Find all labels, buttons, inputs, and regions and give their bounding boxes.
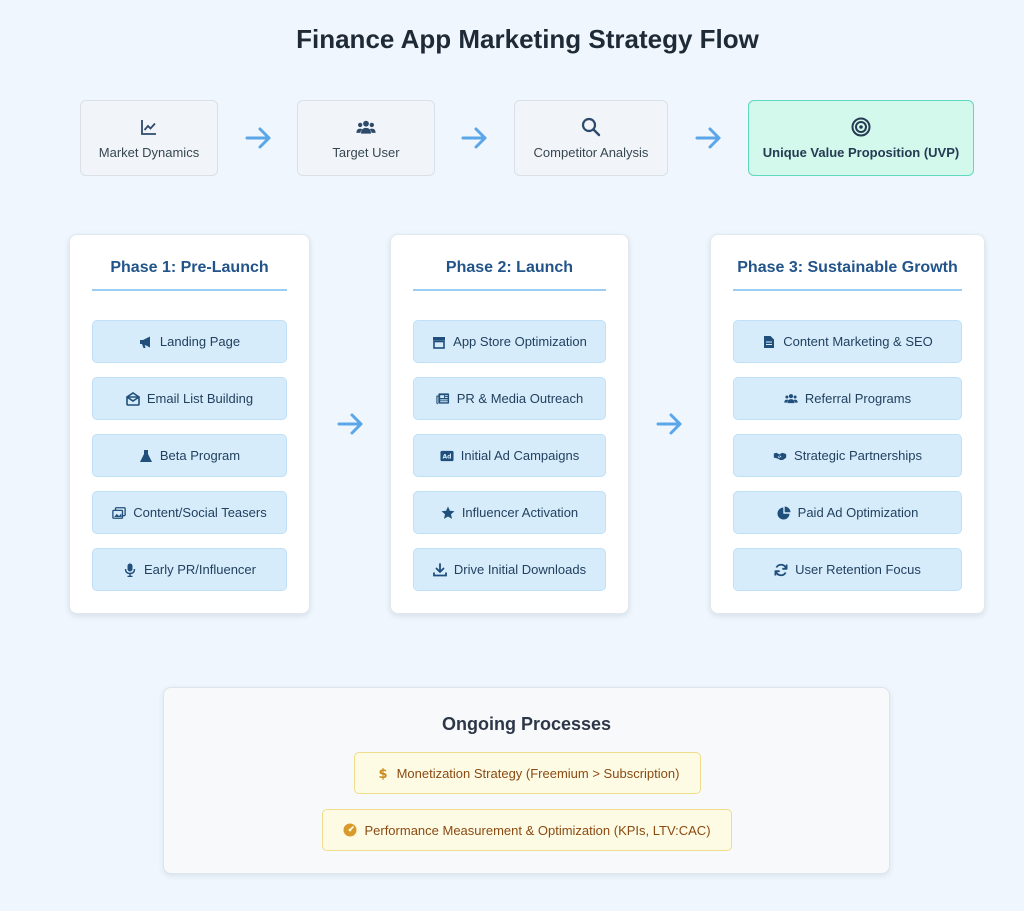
arrow-right-icon xyxy=(245,127,271,149)
phase-title: Phase 2: Launch xyxy=(413,259,606,291)
file-icon xyxy=(762,335,776,349)
phase-card-pre-launch: Phase 1: Pre-Launch Landing Page Email L… xyxy=(69,234,310,614)
phase-item: PR & Media Outreach xyxy=(413,377,606,420)
phase-item-label: Landing Page xyxy=(159,334,241,349)
phase-item-label: Email List Building xyxy=(146,391,254,406)
pie-chart-icon xyxy=(777,506,791,520)
search-icon xyxy=(581,117,601,137)
phase-item-label: Content Marketing & SEO xyxy=(783,334,933,349)
download-icon xyxy=(432,562,447,577)
arrow-right-icon xyxy=(656,413,682,435)
users-icon xyxy=(784,392,798,406)
target-icon xyxy=(851,117,871,137)
microphone-icon xyxy=(123,563,137,577)
envelope-open-icon xyxy=(125,391,140,406)
phase-item: Content Marketing & SEO xyxy=(733,320,962,363)
phase-item-label: Beta Program xyxy=(159,448,241,463)
ongoing-processes-panel: Ongoing Processes $ Monetization Strateg… xyxy=(163,687,890,874)
phase-item: Content/Social Teasers xyxy=(92,491,287,534)
ongoing-item: $ Monetization Strategy (Freemium > Subs… xyxy=(354,752,701,794)
store-icon xyxy=(432,335,446,349)
phase-title: Phase 1: Pre-Launch xyxy=(92,259,287,291)
phase-item-label: Initial Ad Campaigns xyxy=(460,448,580,463)
ongoing-title: Ongoing Processes xyxy=(441,714,612,734)
arrow-right-icon xyxy=(695,127,721,149)
flow-step-market-dynamics: Market Dynamics xyxy=(80,100,218,176)
sync-icon xyxy=(774,563,788,577)
ad-icon: Ad xyxy=(440,449,454,463)
phase-item-label: Strategic Partnerships xyxy=(794,448,922,463)
phase-item: Referral Programs xyxy=(733,377,962,420)
phase-item-label: PR & Media Outreach xyxy=(456,391,584,406)
gauge-icon xyxy=(343,823,357,837)
page-title: Finance App Marketing Strategy Flow xyxy=(296,24,759,54)
arrow-right-icon xyxy=(461,127,487,149)
flow-step-label: Market Dynamics xyxy=(98,144,200,160)
phase-item-label: Drive Initial Downloads xyxy=(453,562,587,577)
flow-step-label: Target User xyxy=(332,144,400,160)
phase-item: Ad Initial Ad Campaigns xyxy=(413,434,606,477)
chart-line-icon xyxy=(139,117,159,137)
megaphone-icon xyxy=(139,335,153,349)
phase-item: Strategic Partnerships xyxy=(733,434,962,477)
ongoing-item-label: Monetization Strategy (Freemium > Subscr… xyxy=(396,765,680,781)
flow-step-label: Unique Value Proposition (UVP) xyxy=(762,144,960,160)
flow-step-competitor-analysis: Competitor Analysis xyxy=(514,100,668,176)
svg-text:Ad: Ad xyxy=(442,453,451,460)
ongoing-item-label: Performance Measurement & Optimization (… xyxy=(364,822,711,838)
newspaper-icon xyxy=(436,392,450,406)
phase-card-launch: Phase 2: Launch App Store Optimization P… xyxy=(390,234,629,614)
flow-step-target-user: Target User xyxy=(297,100,435,176)
phase-item: Landing Page xyxy=(92,320,287,363)
ongoing-item: Performance Measurement & Optimization (… xyxy=(322,809,732,851)
phase-item-label: Paid Ad Optimization xyxy=(797,505,919,520)
images-icon xyxy=(112,506,127,520)
phase-item: App Store Optimization xyxy=(413,320,606,363)
phase-item-label: User Retention Focus xyxy=(795,562,921,577)
phase-item: Paid Ad Optimization xyxy=(733,491,962,534)
phase-title: Phase 3: Sustainable Growth xyxy=(733,259,962,291)
phase-item: Influencer Activation xyxy=(413,491,606,534)
star-icon xyxy=(441,506,455,520)
arrow-right-icon xyxy=(337,413,363,435)
phase-item: Early PR/Influencer xyxy=(92,548,287,591)
flow-step-label: Competitor Analysis xyxy=(533,144,649,160)
phase-item-label: Content/Social Teasers xyxy=(133,505,267,520)
phase-card-sustainable-growth: Phase 3: Sustainable Growth Content Mark… xyxy=(710,234,985,614)
phase-item-label: Referral Programs xyxy=(804,391,912,406)
phase-item: Email List Building xyxy=(92,377,287,420)
phase-item-label: Influencer Activation xyxy=(461,505,579,520)
flow-step-uvp: Unique Value Proposition (UVP) xyxy=(748,100,974,176)
phase-item: Drive Initial Downloads xyxy=(413,548,606,591)
users-icon xyxy=(356,117,376,137)
dollar-icon: $ xyxy=(376,766,390,780)
flask-icon xyxy=(139,449,153,463)
phase-item: User Retention Focus xyxy=(733,548,962,591)
phase-item-label: App Store Optimization xyxy=(453,334,587,349)
phase-item: Beta Program xyxy=(92,434,287,477)
svg-text:$: $ xyxy=(378,767,387,780)
phase-item-label: Early PR/Influencer xyxy=(144,562,256,577)
handshake-icon xyxy=(773,449,787,463)
